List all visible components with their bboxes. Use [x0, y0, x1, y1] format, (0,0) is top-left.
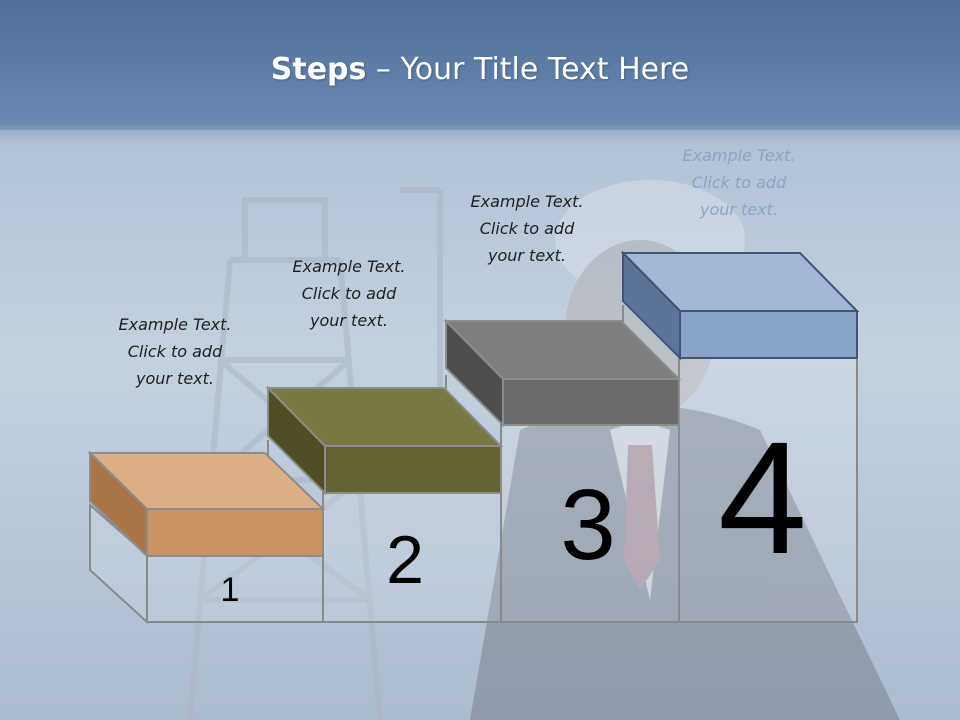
- step-3-line-1: Example Text.: [470, 192, 584, 211]
- step-3-face: [502, 378, 680, 426]
- step-2-block[interactable]: [265, 385, 504, 496]
- step-2-number: 2: [386, 522, 424, 598]
- step-1-number: 1: [220, 571, 240, 609]
- step-4-front: [678, 354, 858, 623]
- slide-title[interactable]: Steps – Your Title Text Here: [0, 52, 960, 87]
- title-bold: Steps: [270, 52, 367, 87]
- step-1-line-1: Example Text.: [118, 315, 232, 334]
- step-3-text[interactable]: Example Text. Click to add your text.: [437, 188, 617, 269]
- step-1-block[interactable]: [87, 450, 326, 559]
- step-3-front: [500, 419, 680, 623]
- step-1-text[interactable]: Example Text. Click to add your text.: [85, 311, 265, 392]
- step-2-line-3: your text.: [309, 311, 388, 330]
- step-2-line-2: Click to add: [301, 284, 397, 303]
- step-4-line-2: Click to add: [691, 173, 787, 192]
- background-person: [470, 180, 900, 720]
- step-3-line-3: your text.: [487, 246, 566, 265]
- title-rest: – Your Title Text Here: [366, 52, 690, 87]
- step-4-face: [679, 310, 858, 359]
- step-4-block[interactable]: [620, 250, 860, 361]
- step-2-text[interactable]: Example Text. Click to add your text.: [259, 253, 439, 334]
- step-4-number: 4: [718, 408, 807, 587]
- step-4-text[interactable]: Example Text. Click to add your text.: [649, 142, 829, 223]
- step-3-block[interactable]: [443, 318, 682, 428]
- step-2-face: [324, 445, 502, 494]
- step-1-line-2: Click to add: [127, 342, 223, 361]
- step-1-face: [146, 508, 324, 557]
- step-4-line-3: your text.: [699, 200, 778, 219]
- staircase-frame: [89, 305, 858, 625]
- step-4-line-1: Example Text.: [682, 146, 796, 165]
- step-2-front: [322, 489, 502, 623]
- step-2-line-1: Example Text.: [292, 257, 406, 276]
- step-3-line-2: Click to add: [479, 219, 575, 238]
- step-3-number: 3: [560, 469, 616, 581]
- step-1-line-3: your text.: [135, 369, 214, 388]
